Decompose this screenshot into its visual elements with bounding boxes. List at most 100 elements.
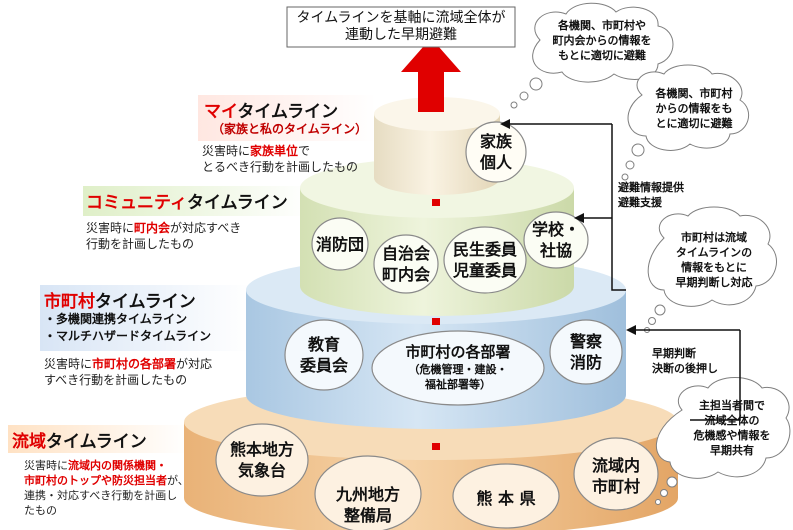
regional-bureau-oval — [314, 455, 422, 530]
evac-support-note: 避難情報提供 避難支援 — [618, 180, 684, 210]
kishou-line1: 熊本地方 — [229, 440, 294, 459]
cloud-middle-text: 市町村は流域 タイムラインの 情報をもとに 早期判断し対応 — [660, 230, 768, 290]
connector-mark-3 — [432, 318, 440, 325]
fire-brigade-oval — [311, 217, 369, 271]
jichi-line2: 町内会 — [381, 265, 430, 284]
kishou-line2: 気象台 — [237, 461, 286, 480]
community-desc-b: が対応すべき — [170, 221, 242, 235]
edu-line1: 教育 — [307, 335, 340, 354]
cloud-middle-line2: タイムラインの — [675, 246, 753, 259]
school-council-oval — [523, 211, 589, 269]
municipal-title-part1: 市町村 — [44, 292, 95, 312]
town-line2: 市町村 — [591, 477, 640, 496]
police-line2: 消防 — [569, 353, 602, 372]
family-label-line1: 家族 — [479, 132, 512, 151]
early-note-line1: 早期判断 — [652, 347, 696, 360]
cloud-upper-line1: 各機関、市町村 — [655, 87, 733, 100]
municipal-desc-highlight: 市町村の各部署 — [92, 357, 177, 371]
my-timeline-subtitle: （家族と私のタイムライン） — [212, 122, 368, 136]
municipal-bullet-2: ・マルチハザードタイムライン — [44, 329, 212, 343]
community-desc-line2: 行動を計画したもの — [86, 237, 195, 251]
municipal-desc-line2: すべき行動を計画したもの — [44, 373, 188, 387]
prefecture-oval — [452, 463, 560, 529]
family-label-line2: 個人 — [479, 153, 512, 172]
right-arrows — [506, 123, 741, 421]
basin-timeline-title: 流域タイムライン — [12, 427, 147, 452]
cloud-upper — [621, 64, 750, 181]
municipal-departments-label: 市町村の各部署 （危機管理・建設・ 福祉部署等） — [372, 342, 544, 392]
family-label: 家族 個人 — [466, 131, 526, 173]
edu-line2: 委員会 — [299, 356, 348, 375]
arrow-head-community — [574, 213, 584, 223]
town-line1: 流域内 — [591, 456, 640, 475]
goal-banner-line2: 連動した早期避難 — [345, 27, 457, 43]
basin-desc-b: が、 — [167, 474, 189, 487]
basin-desc-line4: たもの — [24, 504, 57, 517]
municipal-departments-oval — [371, 330, 545, 406]
dept-line2: （危機管理・建設・ — [408, 363, 508, 376]
basin-timeline-band — [8, 425, 188, 453]
my-title-part2: タイムライン — [237, 102, 339, 122]
municipal-timeline-title: 市町村タイムライン — [44, 287, 196, 312]
cloud-upper-line2: からの情報をも — [655, 102, 733, 115]
education-board-label: 教育 委員会 — [286, 334, 362, 376]
my-desc-highlight: 家族単位 — [250, 144, 299, 158]
municipal-title-part2: タイムライン — [95, 292, 196, 312]
community-timeline-band — [83, 186, 311, 216]
school-line2: 社協 — [539, 241, 572, 260]
early-decision-note: 早期判断 決断の後押し — [652, 346, 718, 376]
fire-brigade-label: 消防団 — [315, 235, 364, 254]
municipal-timeline-desc: 災害時に市町村の各部署が対応 すべき行動を計画したもの — [44, 356, 212, 388]
my-title-part1: マイ — [204, 102, 238, 122]
community-desc-a: 災害時に — [86, 221, 135, 235]
minsei-line1: 民生委員 — [452, 240, 517, 259]
goal-banner: タイムラインを基軸に流域全体が 連動した早期避難 — [287, 10, 515, 44]
basin-desc-line3: 連携・対応すべき行動を計画し — [24, 489, 178, 502]
meteorological-office-oval — [215, 423, 309, 497]
basin-municipalities-oval — [573, 437, 659, 511]
basin-timeline-desc: 災害時に流域内の関係機関・ 市町村のトップや防災担当者が、 連携・対応すべき行動… — [24, 458, 189, 518]
upward-red-arrow — [401, 38, 461, 112]
evac-note-line2: 避難支援 — [618, 196, 662, 209]
goal-banner-box — [286, 6, 516, 48]
community-timeline-desc: 災害時に町内会が対応すべき 行動を計画したもの — [86, 220, 241, 252]
welfare-commissioner-label: 民生委員 児童委員 — [444, 239, 526, 281]
my-timeline-desc: 災害時に家族単位で とるべき行動を計画したもの — [202, 143, 358, 175]
cloud-middle-line4: 早期判断し対応 — [675, 276, 753, 289]
cloud-bottom-line3: 危機感や情報を — [693, 429, 771, 442]
police-fire-oval — [549, 319, 623, 385]
connector-mark-4 — [432, 443, 440, 450]
cloud-middle — [644, 206, 777, 333]
cloud-top-line1: 各機関、市町村や — [558, 19, 646, 32]
my-timeline-title: マイタイムライン — [204, 97, 338, 122]
my-desc-a: 災害時に — [202, 144, 251, 158]
early-note-line2: 決断の後押し — [652, 362, 718, 375]
community-desc-highlight: 町内会 — [134, 221, 171, 235]
cloud-top-text: 各機関、市町村や 町内会からの情報を もとに適切に避難 — [546, 18, 658, 63]
regional-bureau-label: 九州地方 整備局 — [318, 484, 418, 526]
connector-mark-2 — [432, 199, 440, 206]
evac-note-line1: 避難情報提供 — [618, 181, 684, 194]
basin-title-part1: 流域 — [12, 432, 46, 452]
meteorological-office-label: 熊本地方 気象台 — [218, 439, 306, 481]
my-tier-top — [374, 97, 500, 131]
police-fire-label: 警察 消防 — [552, 331, 620, 373]
cloud-bottom-line4: 早期共有 — [710, 444, 754, 457]
municipal-desc-a: 災害時に — [44, 357, 93, 371]
education-board-oval — [284, 319, 364, 391]
dept-line3: 福祉部署等） — [425, 378, 491, 391]
basin-desc-highlight1: 流域内の関係機関・ — [68, 459, 167, 472]
minsei-line2: 児童委員 — [452, 261, 517, 280]
school-line1: 学校・ — [531, 220, 580, 239]
basin-title-part2: タイムライン — [46, 432, 147, 452]
cloud-middle-line3: 情報をもとに — [681, 261, 747, 274]
cloud-bottom — [655, 377, 791, 505]
goal-banner-line1: タイムラインを基軸に流域全体が — [296, 10, 506, 26]
basin-desc-highlight2: 市町村のトップや防災担当者 — [24, 474, 167, 487]
my-desc-line2: とるべき行動を計画したもの — [202, 160, 359, 174]
arrow-head-family — [500, 119, 510, 129]
cloud-bottom-text: 主担当者間で 流域全体の 危機感や情報を 早期共有 — [676, 398, 788, 458]
cloud-top-line2: 町内会からの情報を — [552, 34, 652, 47]
